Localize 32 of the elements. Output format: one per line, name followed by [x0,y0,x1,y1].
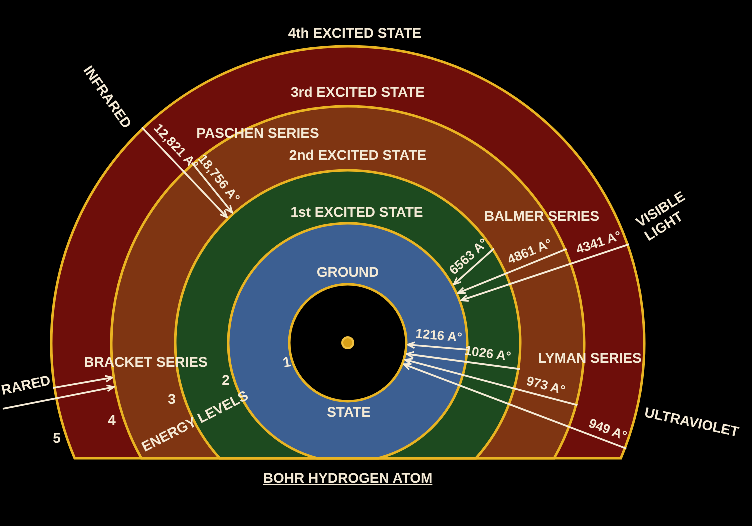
state-label: 3rd EXCITED STATE [290,84,426,100]
wavelength-label: 949 A° [586,416,630,445]
level-number: 2 [222,372,230,388]
wavelength-label: 973 A° [524,372,568,398]
wavelength-label: 4341 A° [574,228,624,258]
state-label: GROUND [316,264,380,280]
state-label: STATE [327,404,371,420]
state-label: 4th EXCITED STATE [288,25,422,41]
series-label: BALMER SERIES [484,208,600,224]
state-label: 2nd EXCITED STATE [289,147,427,163]
arrow [407,342,469,351]
arrow [404,358,578,406]
level-number: 5 [53,430,61,446]
wavelength-label: 4861 A° [505,236,555,268]
arrow [2,384,115,410]
wavelength-label: 1216 A° [415,326,464,346]
nucleus-dot [341,336,355,350]
wavelength-label: 1026 A° [463,342,512,365]
arrow [53,375,114,389]
level-number: 4 [108,412,116,428]
arrow [460,244,630,302]
state-label: 1st EXCITED STATE [290,204,424,220]
arrow [406,351,520,370]
arrow [453,248,495,286]
spectrum-label: RARED [0,372,52,398]
arrow [192,162,234,214]
caption: BOHR HYDROGEN ATOM [263,470,433,486]
level-number: 3 [168,391,176,407]
level-number: 1 [282,353,292,371]
arrow [403,363,627,450]
arrow [458,248,568,294]
arrow [141,126,228,218]
